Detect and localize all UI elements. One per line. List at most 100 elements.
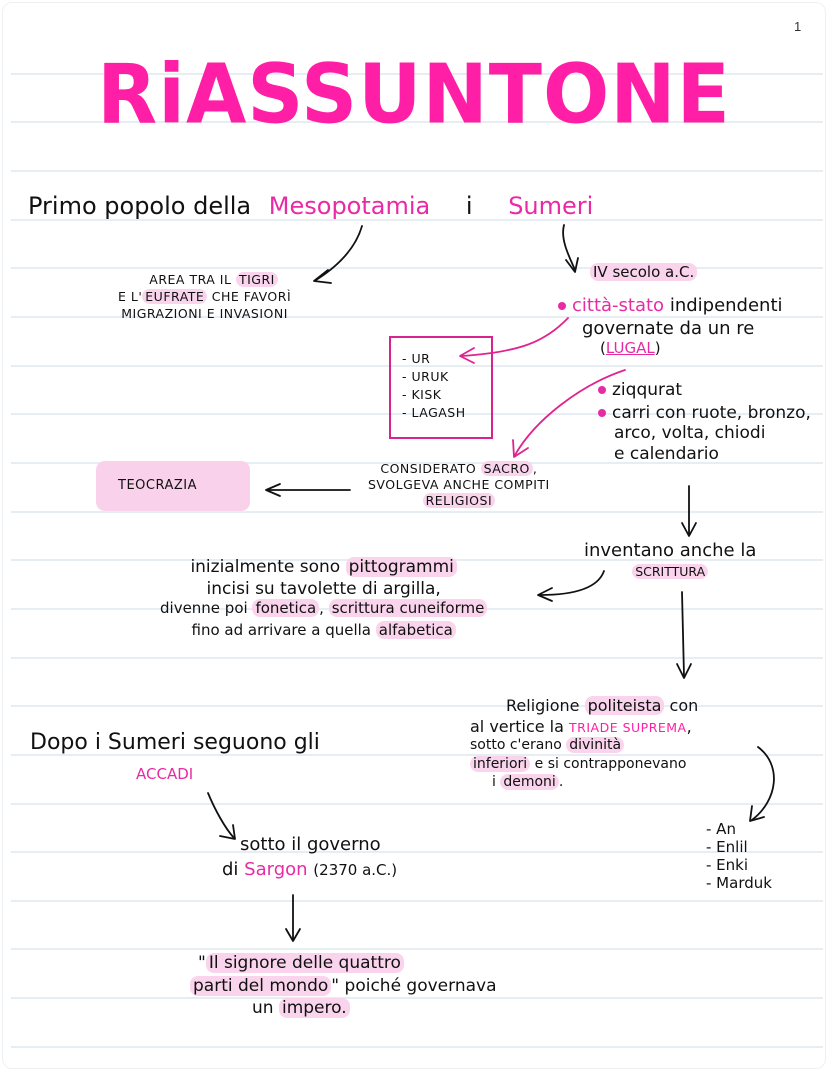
mesopotamia-term: Mesopotamia: [268, 192, 431, 220]
ruled-line: [11, 511, 823, 513]
note-text: MIGRAZIONI E INVASIONI: [121, 305, 288, 321]
ruled-line: [11, 948, 823, 950]
citta-text: governate da un re: [582, 317, 755, 339]
cities-list: - UR - URUK - KISK - LAGASH: [402, 350, 466, 423]
ruled-line: [11, 997, 823, 999]
ruled-line: [11, 316, 823, 318]
bullet-icon: [558, 302, 566, 310]
sargon-quote: "Il signore delle quattro parti del mond…: [190, 953, 497, 1019]
religion-text: .: [558, 773, 564, 790]
god-item: - An: [706, 820, 736, 838]
tigri-highlight: TIGRI: [235, 272, 278, 287]
ruled-line: [11, 170, 823, 172]
writing-block: inventano anche la SCRITTURA: [584, 541, 756, 579]
ruled-line: [11, 803, 823, 805]
city-item: - KISK: [402, 387, 442, 403]
quote-mark: ": [198, 953, 206, 973]
invention-item: arco, volta, chiodi: [614, 423, 766, 444]
ruled-line: [11, 73, 823, 75]
king-note: CONSIDERATO SACRO, SVOLGEVA ANCHE COMPIT…: [368, 461, 550, 508]
accadi-term: ACCADI: [136, 765, 194, 783]
govern-text: di: [222, 858, 239, 880]
religion-text: ,: [686, 716, 692, 736]
paren: ): [654, 338, 661, 357]
govern-text: sotto il governo: [240, 834, 381, 855]
demoni-highlight: demoni: [500, 773, 559, 790]
ruled-line: [11, 900, 823, 902]
period-label: IV secolo a.C.: [590, 263, 698, 281]
cities-box: [389, 336, 493, 439]
impero-highlight: impero.: [278, 998, 350, 1019]
inferiori-highlight: inferiori: [470, 755, 531, 772]
sargon-date: (2370 a.C.): [313, 860, 398, 879]
sumeri-term: Sumeri: [508, 192, 594, 220]
invention-item: e calendario: [614, 444, 719, 465]
ruled-line: [11, 219, 823, 221]
note-text: divenne poi: [160, 599, 248, 618]
mesopotamia-note: AREA TRA IL TIGRI E L'EUFRATE CHE FAVORÌ…: [118, 272, 292, 321]
writing-text: inventano anche la: [584, 540, 757, 561]
ruled-line: [11, 851, 823, 853]
ruled-line: [11, 657, 823, 659]
ruled-line: [11, 267, 823, 269]
religion-text: al vertice la: [470, 716, 564, 736]
page-number: 1: [794, 19, 802, 34]
religion-block: Religione politeista con al vertice la T…: [470, 696, 699, 790]
politeista-highlight: politeista: [584, 696, 665, 715]
ruled-line: [11, 1046, 823, 1048]
ruled-line: [11, 754, 823, 756]
religion-text: sotto c'erano: [470, 737, 562, 754]
triade-term: TRIADE SUPREMA: [569, 719, 687, 735]
accadi-govern: sotto il governo di Sargon (2370 a.C.): [222, 835, 397, 880]
pittogrammi-highlight: pittogrammi: [345, 557, 457, 577]
ruled-line: [11, 705, 823, 707]
intro-prefix: Primo popolo della: [28, 192, 252, 220]
note-text: ,: [532, 461, 538, 476]
quote-text: un: [252, 998, 274, 1019]
citta-stato-term: città-stato: [572, 295, 665, 316]
note-text: inizialmente sono: [190, 557, 341, 577]
alfabetica-highlight: alfabetica: [375, 620, 456, 639]
city-item: - URUK: [402, 369, 449, 385]
accadi-intro: Dopo i Sumeri seguono gli: [30, 730, 320, 755]
citta-text: indipendenti: [669, 295, 783, 316]
invention-item: carri con ruote, bronzo,: [612, 402, 811, 423]
religiosi-highlight: RELIGIOSI: [422, 492, 496, 508]
note-text: fino ad arrivare a quella: [191, 620, 371, 639]
ruled-line: [11, 365, 823, 367]
cuneiforme-highlight: scrittura cuneiforme: [328, 599, 488, 618]
divinita-highlight: divinità: [566, 737, 625, 754]
theocracy-label: TEOCRAZIA: [118, 478, 197, 493]
sacro-highlight: SACRO: [480, 461, 533, 476]
religion-text: con: [669, 696, 699, 715]
scrittura-highlight: SCRITTURA: [632, 563, 709, 579]
religion-text: i: [492, 773, 496, 790]
citta-stato-block: città-stato indipendenti governate da un…: [558, 296, 783, 356]
religion-text: Religione: [506, 696, 580, 715]
quote-highlight: Il signore delle quattro: [205, 953, 404, 973]
paren: (: [600, 338, 606, 357]
bullet-icon: [598, 386, 606, 394]
quote-highlight: parti del mondo: [190, 975, 332, 996]
city-item: - LAGASH: [402, 405, 466, 421]
invention-item: ziqqurat: [612, 380, 683, 400]
note-text: ,: [319, 599, 324, 618]
note-text: incisi su tavolette di argilla,: [206, 578, 441, 599]
note-text: CONSIDERATO: [380, 461, 477, 476]
theocracy-box: [96, 461, 250, 511]
triad-list: - An - Enlil - Enki - Marduk: [706, 820, 772, 892]
ruled-line: [11, 121, 823, 123]
bullet-icon: [598, 408, 606, 417]
god-item: - Marduk: [706, 874, 772, 892]
sargon-term: Sargon: [244, 858, 308, 880]
lugal-term: LUGAL: [605, 338, 655, 357]
note-text: AREA TRA IL: [149, 272, 232, 287]
ruled-line: [11, 462, 823, 464]
page-title: RiASSUNTONE: [97, 47, 731, 143]
eufrate-highlight: EUFRATE: [142, 288, 208, 304]
period-highlight: IV secolo a.C.: [590, 263, 698, 281]
writing-note: inizialmente sono pittogrammi incisi su …: [160, 557, 488, 639]
note-text: CHE FAVORÌ: [211, 288, 292, 304]
religion-text: e si contrapponevano: [534, 755, 687, 772]
